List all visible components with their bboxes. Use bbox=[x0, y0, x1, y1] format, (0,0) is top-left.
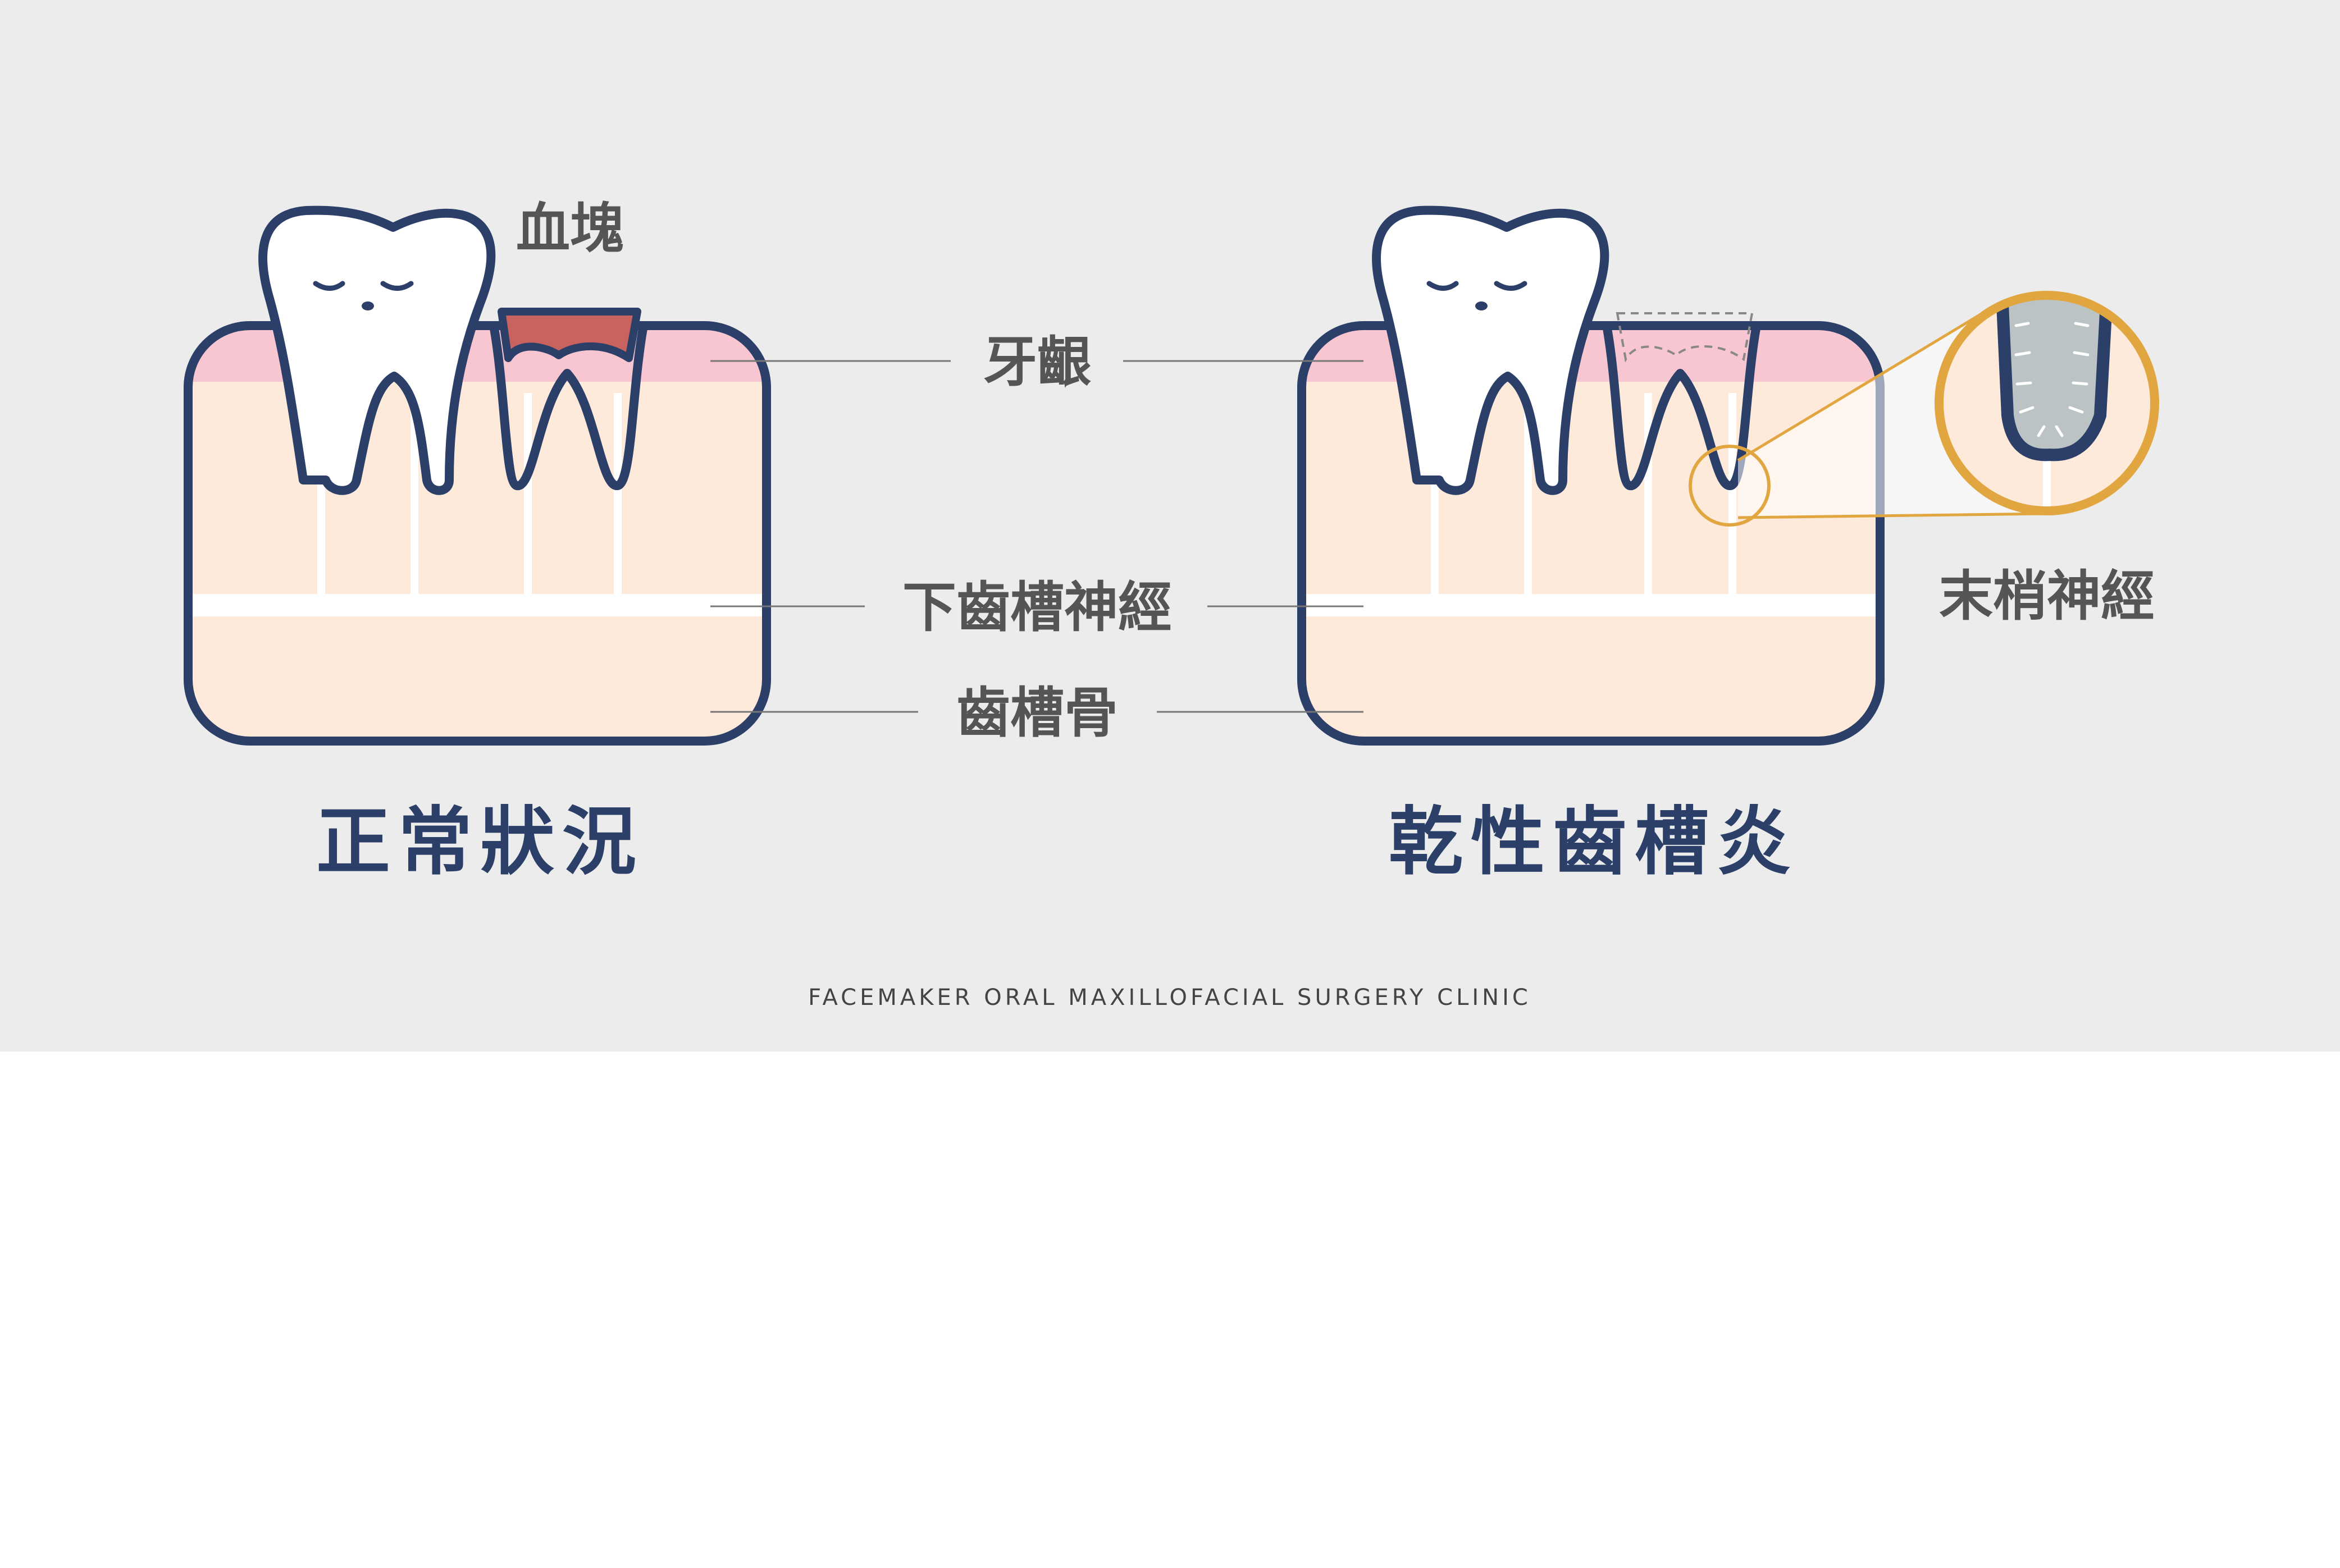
tooth-face bbox=[1426, 281, 1527, 291]
dry-socket-title: 乾性齒槽炎 bbox=[1389, 799, 1799, 885]
jaw-outline bbox=[1297, 321, 1885, 746]
dry-socket-illustration bbox=[1297, 205, 1885, 746]
tooth-nose bbox=[362, 301, 374, 310]
nerve-canal bbox=[1302, 594, 1880, 616]
normal-title: 正常狀況 bbox=[316, 799, 644, 885]
tooth-face bbox=[313, 281, 414, 291]
tooth bbox=[258, 205, 496, 495]
magnifier-small-ring bbox=[1689, 445, 1771, 527]
blood-clot-label: 血塊 bbox=[516, 197, 624, 260]
nerve-canal bbox=[188, 594, 767, 616]
nerve-ending-magnifier bbox=[1689, 291, 2159, 527]
inferior-alveolar-nerve-label: 下齒槽神經 bbox=[902, 576, 1172, 639]
normal-socket-illustration bbox=[184, 205, 771, 746]
extraction-socket bbox=[490, 324, 647, 490]
leader-lines bbox=[710, 360, 1363, 713]
missing-clot-outline bbox=[1616, 312, 1754, 363]
clinic-footer: FACEMAKER ORAL MAXILLOFACIAL SURGERY CLI… bbox=[808, 985, 1531, 1011]
tooth bbox=[1372, 205, 1609, 495]
nerve-endings-label: 末梢神經 bbox=[1939, 565, 2155, 628]
blood-clot bbox=[498, 308, 641, 362]
nerve-ending-ticks bbox=[2014, 322, 2090, 437]
exposed-bone bbox=[2002, 295, 2107, 455]
jaw-outline bbox=[184, 321, 771, 746]
empty-socket bbox=[1603, 324, 1760, 490]
gum-label: 牙齦 bbox=[983, 331, 1091, 394]
alveolar-bone-label: 齒槽骨 bbox=[956, 682, 1118, 744]
magnifier-ring bbox=[1935, 291, 2159, 515]
tooth-nose bbox=[1475, 301, 1488, 310]
